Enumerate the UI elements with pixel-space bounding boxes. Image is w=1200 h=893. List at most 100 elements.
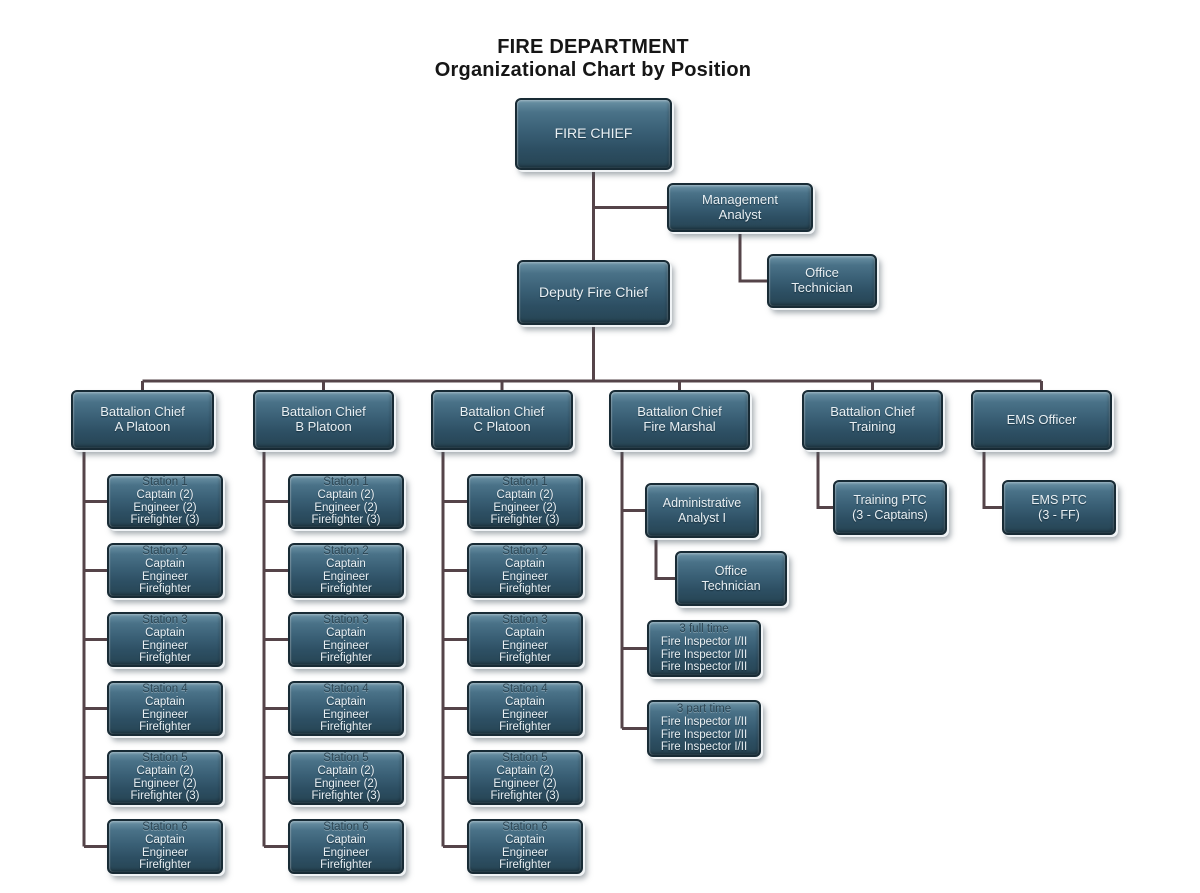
org-node-text: Captain (2) xyxy=(317,488,375,501)
org-node-text: Analyst xyxy=(718,206,762,222)
org-node-text: Station 1 xyxy=(323,475,369,488)
org-node-text: Station 4 xyxy=(142,682,188,695)
org-node-text: Engineer xyxy=(322,708,370,721)
org-node-text: Engineer xyxy=(322,639,370,652)
org-node-text: Captain xyxy=(505,626,545,639)
connector-line xyxy=(982,450,1002,509)
org-node-text: Deputy Fire Chief xyxy=(539,283,648,300)
org-node-text: B Platoon xyxy=(295,419,352,434)
org-node-text: Station 5 xyxy=(323,751,369,764)
org-node-text: Engineer (2) xyxy=(314,501,378,514)
org-node-text: Captain xyxy=(145,695,185,708)
org-node-text: Engineer xyxy=(322,846,370,859)
org-node-text: Captain xyxy=(145,626,185,639)
org-node-fire-chief: FIRE CHIEF xyxy=(515,98,672,170)
org-node-ems-ptc: EMS PTC(3 - FF) xyxy=(1002,480,1116,535)
org-node-text: Firefighter xyxy=(139,859,191,872)
org-node-text: Firefighter xyxy=(139,652,191,665)
org-node-text: Engineer (2) xyxy=(133,501,197,514)
org-node-text: Station 2 xyxy=(323,544,369,557)
org-node-text: Station 3 xyxy=(323,613,369,626)
org-node-text: Firefighter (3) xyxy=(490,790,560,803)
org-node-text: Firefighter (3) xyxy=(311,790,381,803)
org-node-text: Firefighter xyxy=(320,859,372,872)
connector-line xyxy=(738,232,767,283)
org-node-text: Engineer xyxy=(501,708,549,721)
org-node-text: Captain (2) xyxy=(496,764,554,777)
org-node-text: Training PTC xyxy=(853,493,927,508)
org-node-text: Firefighter xyxy=(499,721,551,734)
org-node-text: Engineer (2) xyxy=(314,777,378,790)
org-node-text: Engineer (2) xyxy=(493,777,557,790)
org-node-text: Engineer xyxy=(141,846,189,859)
org-node-text: 3 part time xyxy=(676,702,732,715)
org-node-text: Station 5 xyxy=(502,751,548,764)
org-node-text: Captain xyxy=(326,557,366,570)
org-node-text: Battalion Chief xyxy=(281,404,366,420)
org-node-text: Captain xyxy=(326,833,366,846)
org-node-text: Captain xyxy=(326,695,366,708)
org-node-text: Firefighter xyxy=(320,721,372,734)
org-node-text: Fire Inspector I/II xyxy=(660,635,748,648)
org-node-text: Station 2 xyxy=(142,544,188,557)
connector-line xyxy=(654,538,675,580)
org-node-text: Firefighter (3) xyxy=(311,514,381,527)
org-node-text: Station 6 xyxy=(142,820,188,833)
org-node-text: Battalion Chief xyxy=(830,404,915,420)
org-node-training-ptc: Training PTC(3 - Captains) xyxy=(833,480,947,535)
org-node-text: Station 1 xyxy=(502,475,548,488)
org-node-text: Engineer xyxy=(501,570,549,583)
org-node-text: Captain (2) xyxy=(496,488,554,501)
org-node-text: Captain xyxy=(505,695,545,708)
org-node-text: Firefighter (3) xyxy=(130,514,200,527)
org-node-text: Fire Inspector I/II xyxy=(660,728,748,741)
org-node-text: Training xyxy=(849,419,896,434)
org-node-text: EMS Officer xyxy=(1006,411,1077,427)
org-node-text: Fire Inspector I/II xyxy=(660,648,748,661)
org-node-text: Engineer xyxy=(141,570,189,583)
org-node-text: 3 full time xyxy=(679,622,729,635)
org-node-text: Engineer xyxy=(501,846,549,859)
org-node-text: Fire Marshal xyxy=(643,419,716,434)
org-node-text: Battalion Chief xyxy=(637,404,722,420)
org-node-text: Station 3 xyxy=(502,613,548,626)
org-node-text: Firefighter xyxy=(499,652,551,665)
org-node-text: (3 - FF) xyxy=(1038,507,1080,522)
chart-title: FIRE DEPARTMENT Organizational Chart by … xyxy=(0,36,1186,82)
org-node-text: Firefighter xyxy=(139,583,191,596)
org-node-text: A Platoon xyxy=(114,419,171,434)
org-node-text: Firefighter (3) xyxy=(490,514,560,527)
org-node-text: Station 2 xyxy=(502,544,548,557)
org-node-text: Technician xyxy=(791,280,853,295)
org-node-text: Firefighter xyxy=(320,583,372,596)
org-node-text: Engineer xyxy=(141,639,189,652)
org-node-text: Firefighter xyxy=(320,652,372,665)
org-node-text: Station 6 xyxy=(323,820,369,833)
org-node-text: Captain xyxy=(145,833,185,846)
